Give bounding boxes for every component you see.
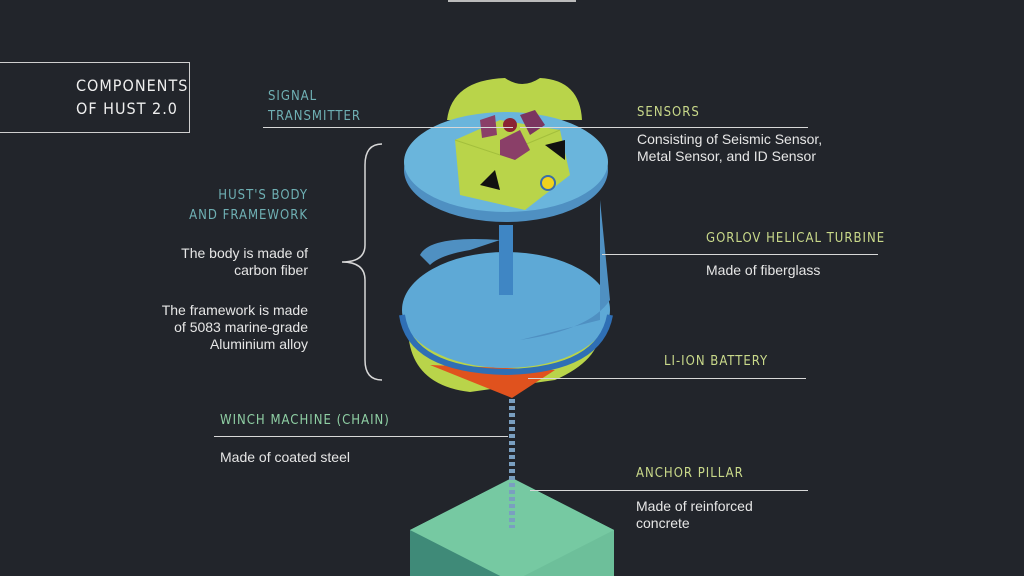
body-label: HUST'S BODY AND FRAMEWORK	[189, 186, 308, 226]
sensors-label: SENSORS	[637, 105, 700, 120]
leader-line	[530, 490, 808, 491]
signal-transmitter-label: SIGNAL TRANSMITTER	[268, 87, 361, 127]
framework-desc: The framework is made of 5083 marine-gra…	[162, 302, 308, 353]
winch-label: WINCH MACHINE (CHAIN)	[220, 413, 390, 428]
desc-line: Aluminium alloy	[209, 336, 308, 352]
sensor-housing	[455, 120, 570, 210]
brace	[341, 143, 383, 381]
desc-line: The framework is made	[161, 302, 308, 318]
desc-line: of 5083 marine-grade	[174, 319, 308, 335]
helix-blade	[520, 200, 610, 340]
turbine-desc: Made of fiberglass	[706, 262, 821, 278]
anchor-label: ANCHOR PILLAR	[636, 466, 744, 481]
leader-line	[263, 127, 513, 128]
top-bar	[448, 0, 576, 2]
desc-line: concrete	[636, 515, 690, 531]
leader-line	[602, 254, 878, 255]
label-line: HUST'S BODY	[218, 188, 308, 203]
desc-line: carbon fiber	[234, 262, 308, 278]
top-hull	[447, 78, 582, 120]
lower-disk	[402, 252, 610, 368]
page-title: COMPONENTS OF HUST 2.0	[76, 74, 188, 120]
desc-line: Consisting of Seismic Sensor,	[637, 131, 823, 147]
title-box	[0, 62, 190, 133]
id-sensor	[540, 175, 556, 191]
title-line: COMPONENTS	[76, 76, 189, 95]
winch-desc: Made of coated steel	[220, 449, 350, 465]
desc-line: Metal Sensor, and ID Sensor	[637, 148, 816, 164]
leader-line	[520, 127, 808, 128]
leader-line	[214, 436, 508, 437]
label-line: SIGNAL	[268, 89, 318, 104]
leader-line	[528, 378, 806, 379]
signal-transmitter	[480, 115, 497, 138]
desc-line: The body is made of	[181, 245, 308, 261]
shaft	[499, 225, 513, 295]
desc-line: Made of reinforced	[636, 498, 753, 514]
body-desc: The body is made of carbon fiber	[181, 245, 308, 279]
battery-label: LI-ION BATTERY	[664, 354, 769, 369]
anchor-desc: Made of reinforced concrete	[636, 498, 753, 532]
sensors-desc: Consisting of Seismic Sensor, Metal Sens…	[637, 131, 822, 165]
title-line: OF HUST 2.0	[76, 99, 178, 118]
helix-blade	[420, 239, 500, 265]
label-line: TRANSMITTER	[268, 109, 362, 124]
label-line: AND FRAMEWORK	[189, 208, 308, 223]
turbine-label: GORLOV HELICAL TURBINE	[706, 231, 886, 246]
